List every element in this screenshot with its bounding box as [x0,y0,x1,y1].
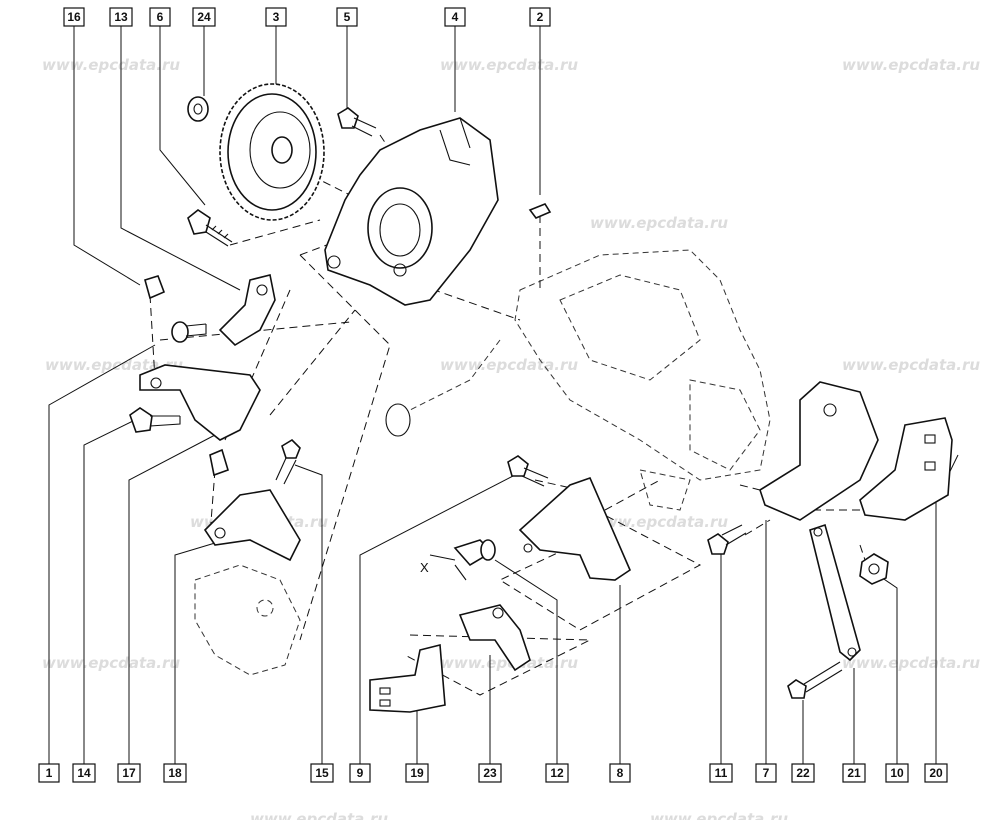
svg-text:15: 15 [315,766,329,780]
callout-7: 7 [755,763,777,783]
svg-text:14: 14 [77,766,91,780]
callout-24: 24 [192,7,216,27]
callout-16: 16 [63,7,85,27]
svg-text:4: 4 [452,10,459,24]
watermark: www.epcdata.ru [440,654,578,672]
watermark: www.epcdata.ru [42,654,180,672]
bracket-part-7 [759,381,879,521]
bolt-part-15 [275,438,301,485]
svg-text:3: 3 [273,10,280,24]
callout-13: 13 [109,7,133,27]
watermark: www.epcdata.ru [45,356,183,374]
svg-text:22: 22 [796,766,810,780]
bracket-part-8 [518,476,632,581]
watermark: www.epcdata.ru [440,356,578,374]
washer-part-24 [187,96,209,122]
bolt-part-1 [171,321,207,343]
bracket-part-20 [859,417,953,521]
key-part-2 [528,203,552,219]
bracket-part-19 [369,643,446,713]
watermark: www.epcdata.ru [250,810,388,820]
watermark: www.epcdata.ru [842,56,980,74]
housing-part-4 [324,117,499,306]
svg-text:11: 11 [715,766,728,780]
callout-8: 8 [609,763,631,783]
svg-text:8: 8 [617,766,624,780]
callout-19: 19 [405,763,429,783]
svg-text:16: 16 [67,10,81,24]
callout-18: 18 [163,763,187,783]
svg-text:19: 19 [410,766,424,780]
bolt-part-14 [129,407,181,433]
svg-text:13: 13 [114,10,128,24]
sensor-part-12 [429,539,496,581]
callout-21: 21 [842,763,866,783]
bracket-part-13 [218,274,276,347]
watermark: www.epcdata.ru [42,56,180,74]
watermark: www.epcdata.ru [650,810,788,820]
pulley-part-3 [219,83,325,221]
bracket-part-17 [139,364,261,441]
watermark: www.epcdata.ru [842,356,980,374]
bolt-part-6 [187,209,233,247]
bolt-part-9 [507,455,549,487]
callout-3: 3 [265,7,287,27]
svg-text:21: 21 [847,766,861,780]
callout-5: 5 [336,7,358,27]
engine-block [385,249,771,511]
callout-22: 22 [791,763,815,783]
x-marker: X [420,560,429,575]
svg-text:5: 5 [344,10,351,24]
callout-15: 15 [310,763,334,783]
callout-17: 17 [117,763,141,783]
bracket-part-23 [458,604,531,672]
svg-text:6: 6 [157,10,164,24]
bracket-part-18 [203,448,301,562]
watermark: www.epcdata.ru [440,56,578,74]
callout-14: 14 [72,763,96,783]
callout-12: 12 [545,763,569,783]
svg-text:17: 17 [122,766,136,780]
svg-text:9: 9 [357,766,364,780]
callout-20: 20 [924,763,948,783]
svg-text:10: 10 [890,766,904,780]
svg-text:18: 18 [168,766,182,780]
svg-text:12: 12 [550,766,564,780]
nut-part-10 [859,553,889,585]
svg-text:1: 1 [46,766,53,780]
callout-6: 6 [149,7,171,27]
watermark: www.epcdata.ru [590,214,728,232]
callout-4: 4 [444,7,466,27]
svg-text:24: 24 [197,10,211,24]
svg-text:7: 7 [763,766,770,780]
bolt-part-11 [707,524,747,555]
watermark: www.epcdata.ru [590,513,728,531]
bolt-part-5 [337,107,377,137]
svg-text:23: 23 [483,766,497,780]
callout-9: 9 [349,763,371,783]
leader-lines-bottom [48,344,959,764]
cover-outline [194,564,301,676]
callout-10: 10 [885,763,909,783]
svg-text:20: 20 [929,766,943,780]
callout-11: 11 [709,763,733,783]
callout-2: 2 [529,7,551,27]
clip-part-16 [144,275,166,300]
callout-23: 23 [478,763,502,783]
callout-1: 1 [38,763,60,783]
svg-text:2: 2 [537,10,544,24]
bolt-part-22 [787,661,843,699]
leader-lines-top [73,26,541,291]
watermark: www.epcdata.ru [842,654,980,672]
strut-part-21 [809,523,861,662]
